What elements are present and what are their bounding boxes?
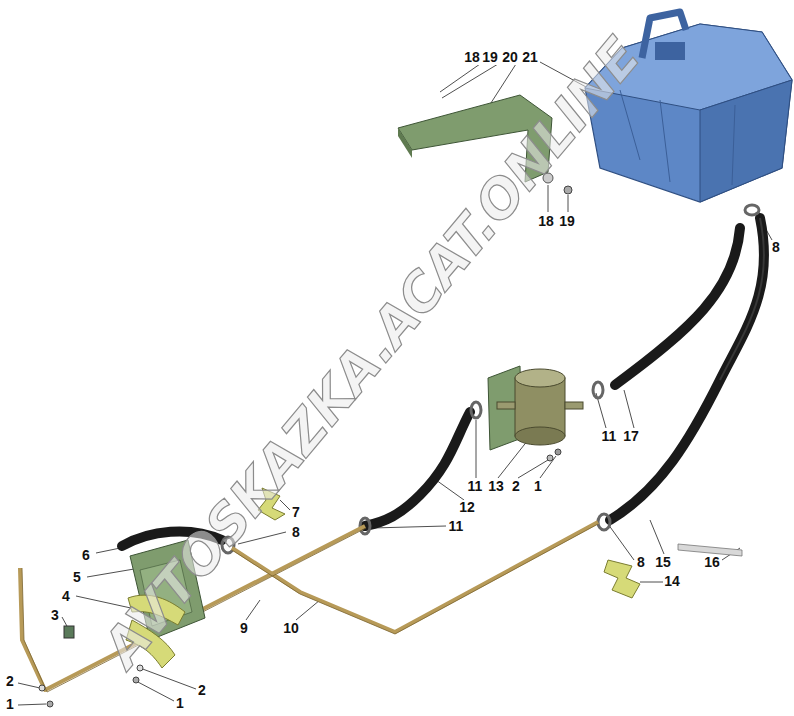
callout-number: 19 <box>558 214 576 229</box>
pipe-edges <box>22 524 598 692</box>
hose-shine <box>720 218 764 380</box>
callout-number: 21 <box>521 50 539 65</box>
callout-number: 8 <box>636 555 646 570</box>
fuel-pipes <box>20 522 598 690</box>
callout-number: 15 <box>654 555 672 570</box>
callout-number: 2 <box>5 674 15 689</box>
callout-number: 2 <box>511 479 521 494</box>
callout-number: 1 <box>175 696 185 711</box>
callout-number: 9 <box>239 621 249 636</box>
callout-number: 11 <box>448 519 465 534</box>
fuel-filter <box>488 366 583 461</box>
callout-number: 4 <box>61 589 71 604</box>
callout-number: 8 <box>291 525 301 540</box>
callout-number: 19 <box>481 50 499 65</box>
callout-number: 20 <box>501 50 519 65</box>
callout-number: 7 <box>291 505 301 520</box>
callout-number: 1 <box>533 479 543 494</box>
callout-number: 17 <box>622 429 640 444</box>
callout-number: 13 <box>487 479 505 494</box>
callout-number: 18 <box>463 50 481 65</box>
callout-number: 12 <box>458 500 476 515</box>
pipe-clips <box>258 488 742 598</box>
callout-number: 11 <box>601 429 618 444</box>
callout-number: 5 <box>72 570 82 585</box>
watermark: AVTOSKAZKA.ACAT.ONLINE <box>95 29 649 676</box>
callout-number: 14 <box>663 574 681 589</box>
callout-number: 16 <box>703 555 721 570</box>
callout-number: 8 <box>771 240 781 255</box>
callout-number: 6 <box>81 548 91 563</box>
callout-number: 1 <box>5 697 15 712</box>
callout-number: 11 <box>467 479 484 494</box>
callout-number: 3 <box>50 608 60 623</box>
callout-number: 2 <box>197 683 207 698</box>
hose-clamps <box>222 205 759 553</box>
callout-number: 18 <box>537 214 555 229</box>
callout-number: 10 <box>282 621 300 636</box>
